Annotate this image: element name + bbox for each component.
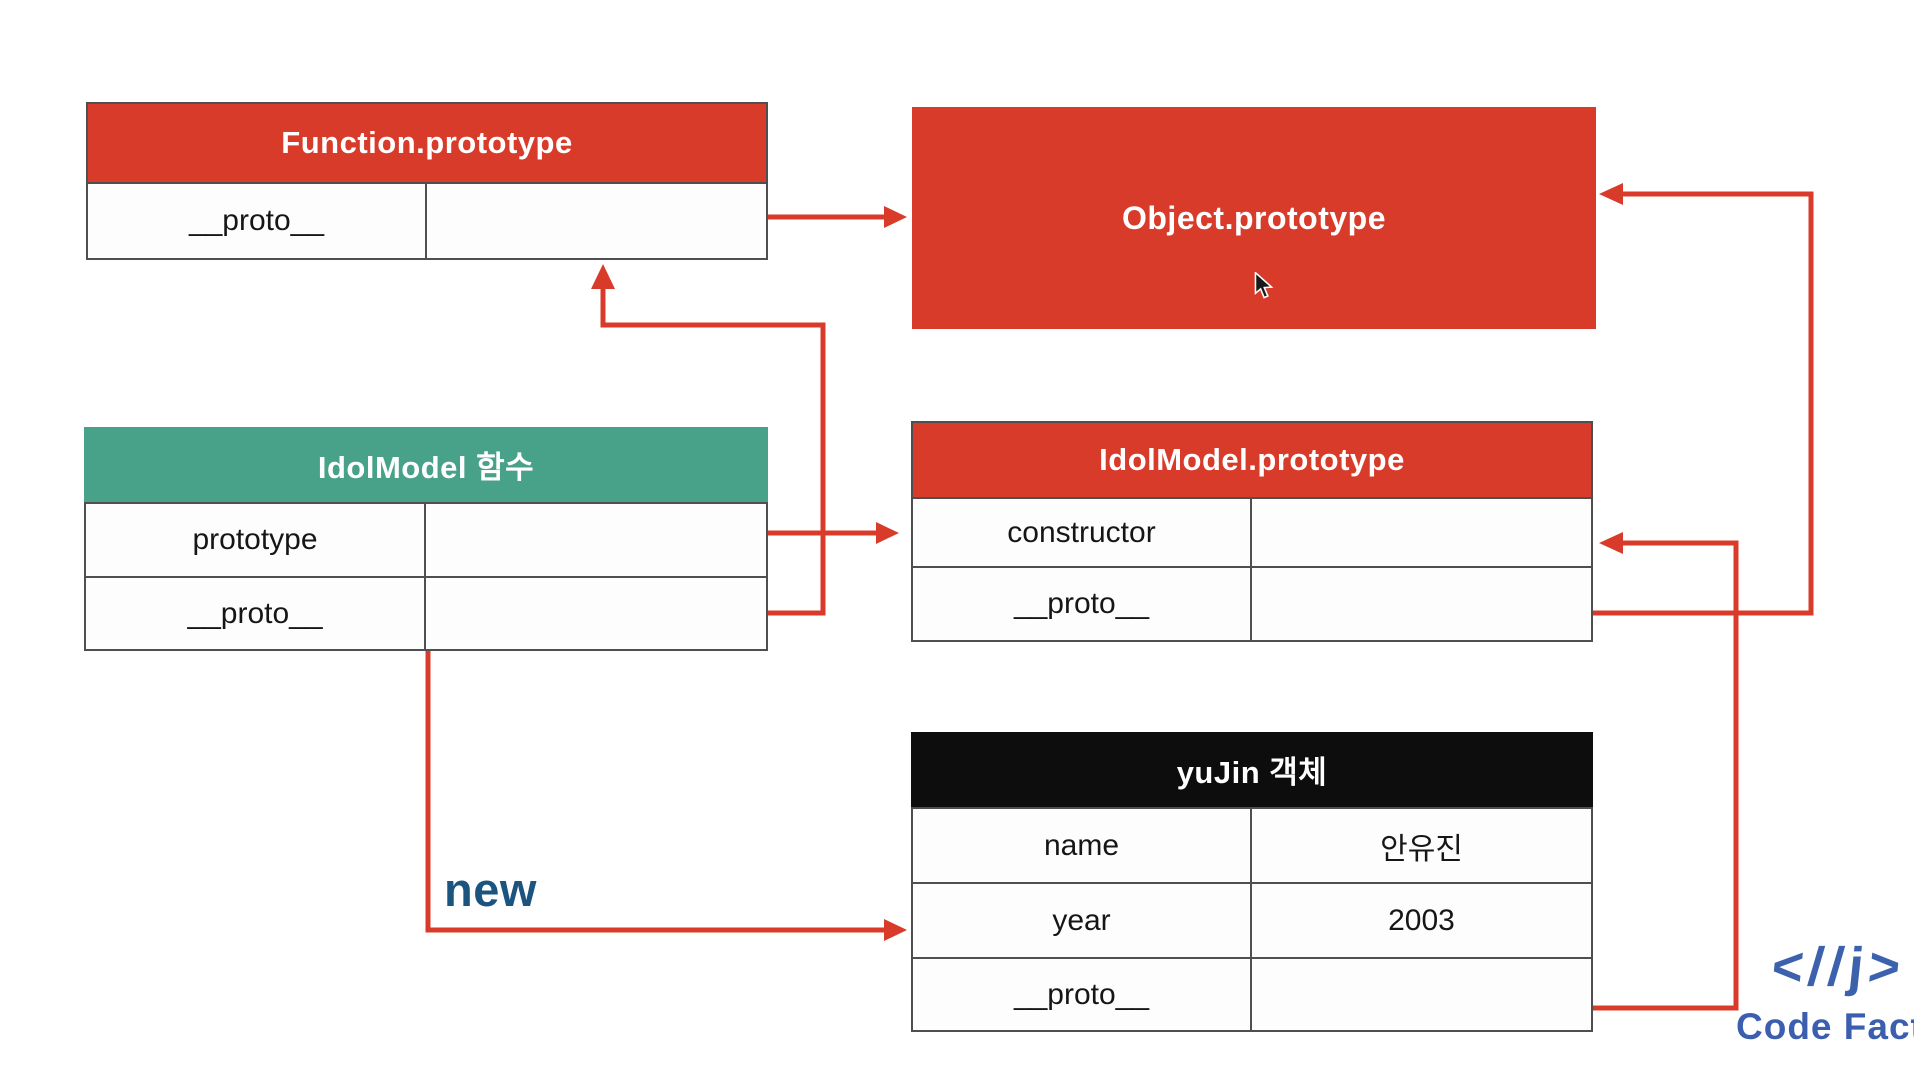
code-factory-logo-text: Code Fact xyxy=(1736,1006,1914,1047)
arrowhead-up xyxy=(591,264,615,289)
proto-value-cell xyxy=(426,578,766,649)
idolmodel-prototype-rows: constructor __proto__ xyxy=(911,497,1593,642)
constructor-key-cell: constructor xyxy=(913,499,1252,566)
mouse-cursor-icon xyxy=(1254,272,1274,299)
yujin-object-table: yuJin 객체 name 안유진 year 2003 __proto__ xyxy=(911,732,1593,1032)
name-value-cell: 안유진 xyxy=(1380,832,1463,866)
table-row: __proto__ xyxy=(913,566,1591,640)
table-row: __proto__ xyxy=(913,957,1591,1030)
object-prototype-box: Object.prototype xyxy=(912,107,1596,329)
function-prototype-table: Function.prototype __proto__ xyxy=(86,102,768,260)
proto-key-cell: __proto__ xyxy=(913,568,1252,640)
arrowhead-right-1 xyxy=(884,206,907,228)
table-row: prototype xyxy=(86,504,766,576)
table-row: year 2003 xyxy=(913,882,1591,957)
table-row: constructor xyxy=(913,499,1591,566)
proto-value-cell xyxy=(1252,568,1591,640)
year-value-cell: 2003 xyxy=(1388,903,1455,937)
table-row: name 안유진 xyxy=(913,809,1591,882)
proto-key-cell: __proto__ xyxy=(913,959,1252,1030)
yujin-object-header: yuJin 객체 xyxy=(911,732,1593,807)
proto-key-cell: __proto__ xyxy=(88,184,427,258)
function-prototype-header: Function.prototype xyxy=(86,102,768,182)
idolmodel-function-rows: prototype __proto__ xyxy=(84,502,768,651)
table-row: __proto__ xyxy=(88,184,766,258)
table-row: __proto__ xyxy=(86,576,766,649)
idolmodel-function-table: IdolModel 함수 prototype __proto__ xyxy=(84,427,768,651)
proto-value-cell xyxy=(1252,959,1591,1030)
idolmodel-function-header: IdolModel 함수 xyxy=(84,427,768,502)
idolmodel-prototype-table: IdolModel.prototype constructor __proto_… xyxy=(911,421,1593,642)
yujin-object-rows: name 안유진 year 2003 __proto__ xyxy=(911,807,1593,1032)
arrowhead-right-2 xyxy=(876,522,899,544)
name-key-cell: name xyxy=(913,809,1252,882)
constructor-value-cell xyxy=(1252,499,1591,566)
proto-key-cell: __proto__ xyxy=(86,578,426,649)
proto-value-cell xyxy=(427,184,766,258)
year-key-cell: year xyxy=(913,884,1252,957)
function-prototype-rows: __proto__ xyxy=(86,182,768,260)
arrowhead-left-1 xyxy=(1599,183,1623,205)
idolmodel-prototype-header: IdolModel.prototype xyxy=(911,421,1593,497)
arrowhead-left-2 xyxy=(1599,532,1623,554)
prototype-key-cell: prototype xyxy=(86,504,426,576)
new-keyword-label: new xyxy=(444,863,537,916)
code-brackets-icon: <//j> xyxy=(1768,937,1909,997)
prototype-value-cell xyxy=(426,504,766,576)
arrowhead-right-3 xyxy=(884,919,907,941)
